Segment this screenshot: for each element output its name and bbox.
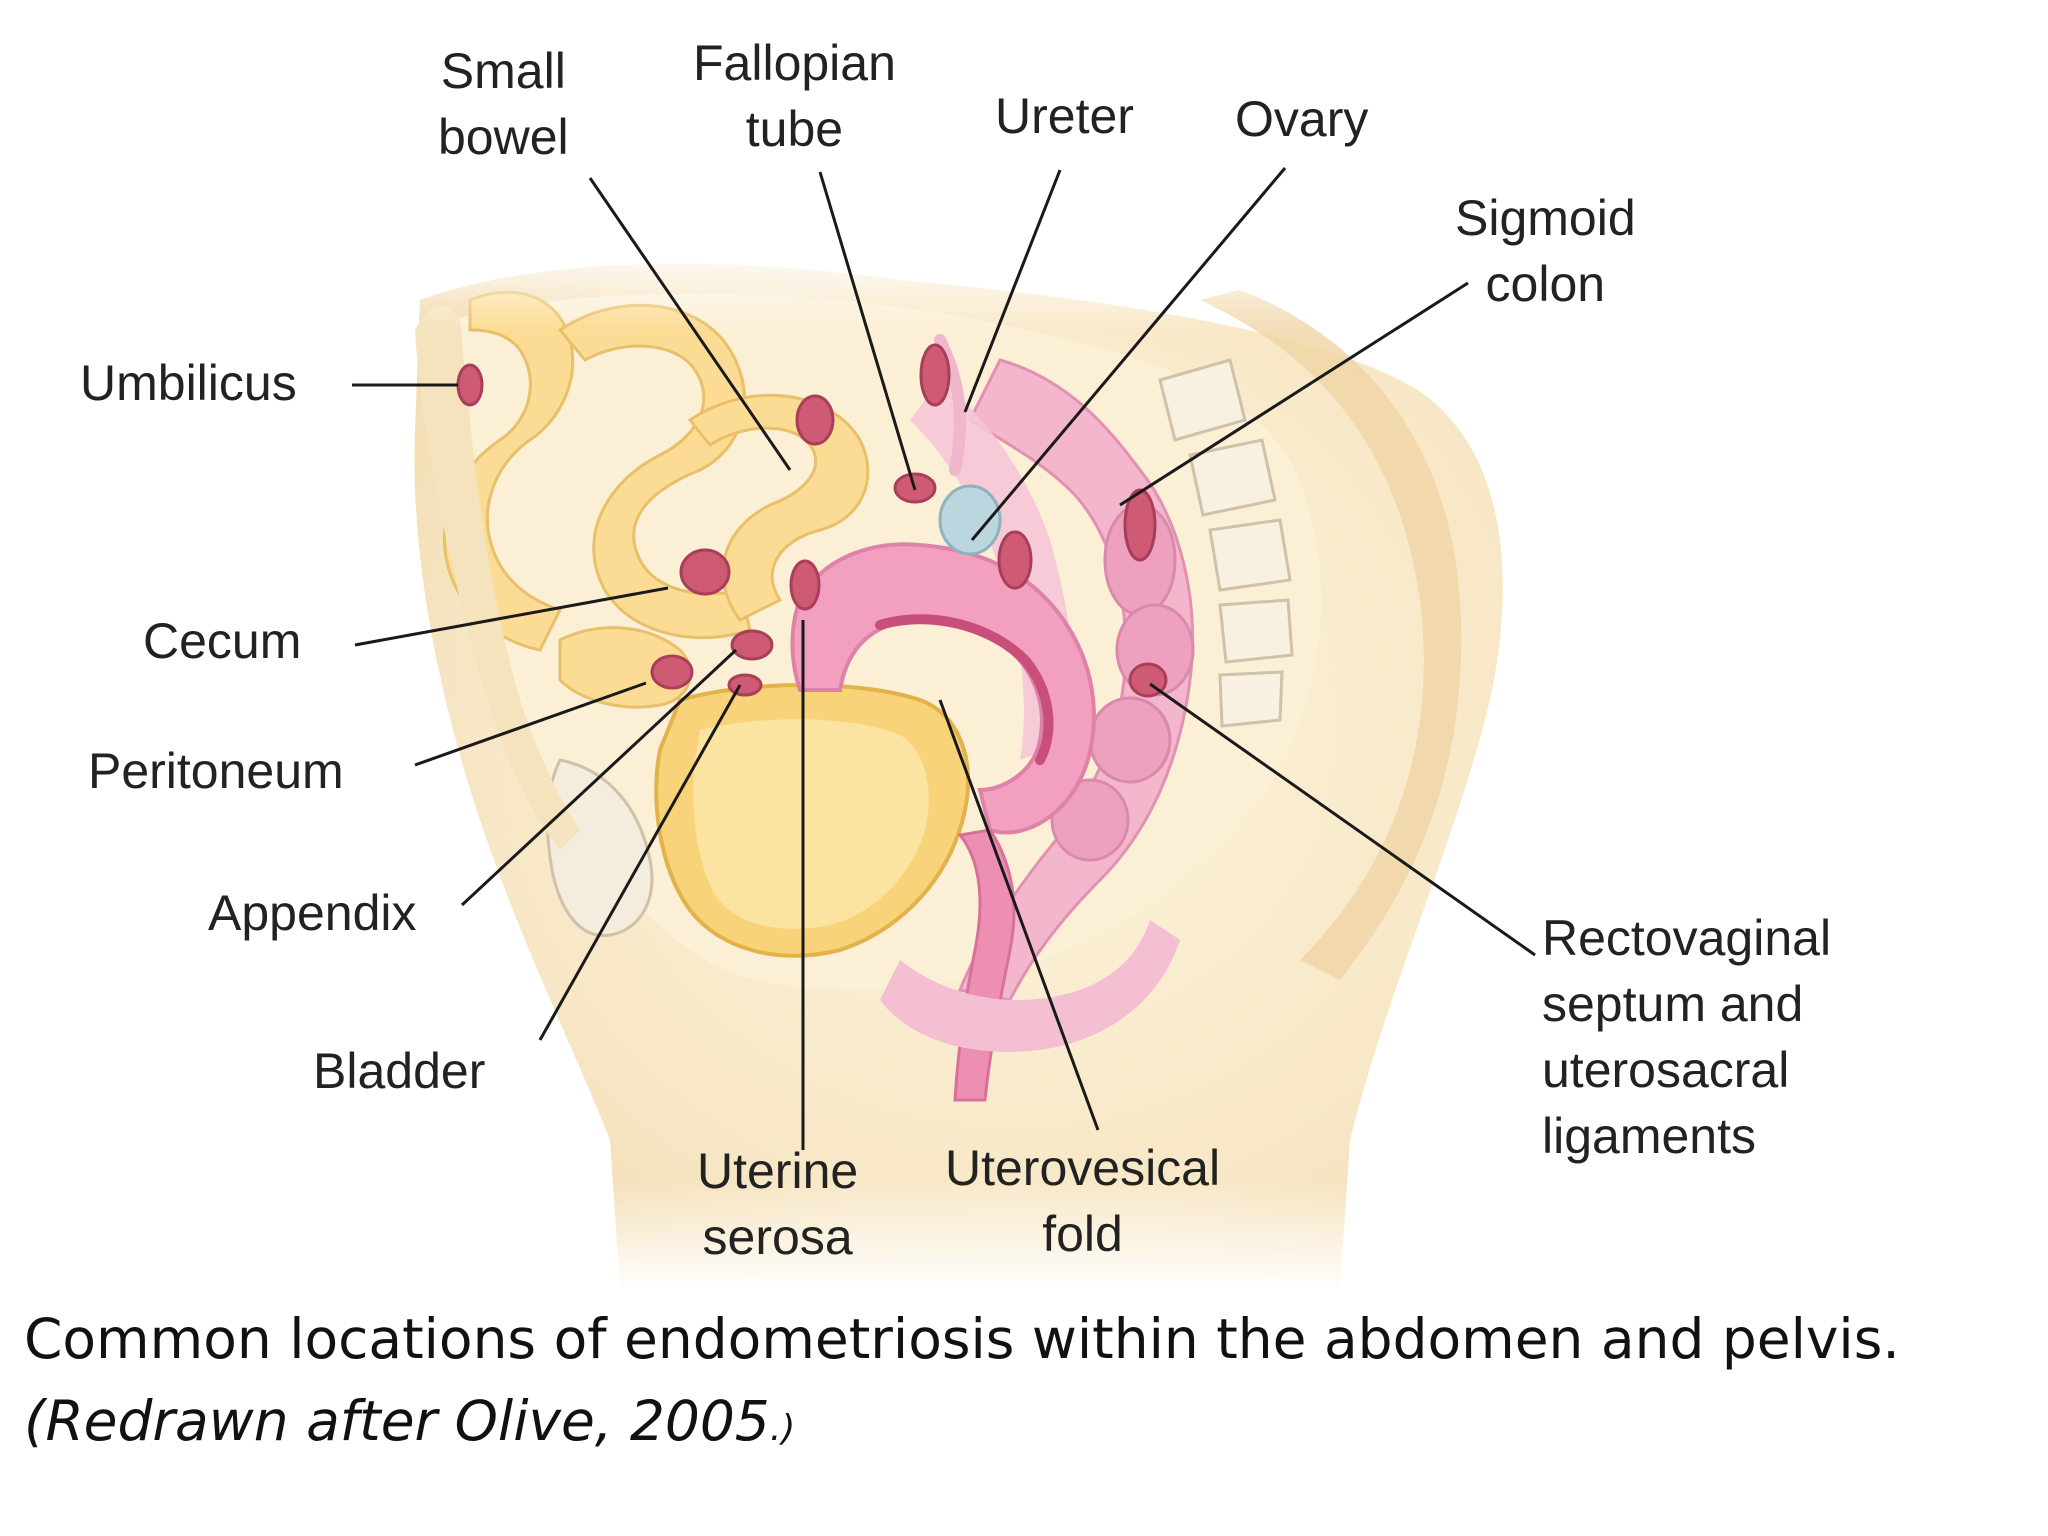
- bottom-fade: [600, 1180, 1400, 1290]
- label-ureter: Ureter: [995, 88, 1134, 144]
- lesion-uterine-serosa: [789, 559, 821, 611]
- leader-uterovesical-fold: [938, 699, 1100, 1131]
- label-sigmoid-colon: Sigmoid colon: [1455, 190, 1636, 312]
- endometriosis-lesions: [456, 343, 1168, 698]
- label-bladder: Bladder: [313, 1043, 486, 1099]
- pelvis-anatomy-diagram: [352, 167, 1580, 1290]
- leader-bladder: [538, 684, 742, 1041]
- leader-ureter: [963, 169, 1062, 413]
- sacrum: [1158, 358, 1294, 728]
- bladder-inner: [693, 719, 929, 929]
- lesion-appendix: [730, 629, 774, 661]
- caption-line-2: (Redrawn after Olive, 2005.): [24, 1380, 1900, 1470]
- label-uterine-serosa: Uterine serosa: [697, 1143, 859, 1265]
- lesion-sigmoid: [1123, 488, 1157, 562]
- lesion-umbilicus: [456, 363, 484, 407]
- caption-citation-end: .): [769, 1408, 796, 1449]
- label-umbilicus: Umbilicus: [80, 355, 297, 411]
- label-peritoneum: Peritoneum: [88, 743, 344, 799]
- pubic-symphysis: [546, 758, 654, 938]
- leader-cecum: [354, 586, 669, 647]
- caption-line-1: Common locations of endometriosis within…: [24, 1307, 1900, 1371]
- label-appendix: Appendix: [208, 885, 417, 941]
- leader-appendix: [460, 648, 738, 907]
- leader-peritoneum: [414, 681, 647, 767]
- ovary-shape: [938, 484, 1002, 556]
- anterior-abdominal-wall: [415, 306, 580, 850]
- lesion-bladder: [727, 673, 763, 697]
- leader-sigmoid-colon: [1119, 281, 1469, 507]
- caption-citation: (Redrawn after Olive, 2005: [24, 1389, 770, 1453]
- label-ovary: Ovary: [1235, 91, 1369, 147]
- label-rectovaginal: Rectovaginal septum and uterosacral liga…: [1542, 910, 1832, 1164]
- leader-small-bowel: [588, 177, 792, 471]
- uterine-cavity: [875, 614, 1054, 765]
- lesion-ovary: [997, 530, 1033, 590]
- rectum-folds: [1050, 503, 1195, 862]
- lesion-cecum: [679, 548, 731, 596]
- perineum: [880, 920, 1180, 1052]
- label-small-bowel: Small bowel: [438, 43, 569, 165]
- leader-lines: [352, 167, 1536, 1150]
- label-cecum: Cecum: [143, 613, 302, 669]
- lesion-small-bowel: [795, 394, 835, 446]
- top-fade: [380, 240, 1580, 330]
- label-fallopian-tube: Fallopian tube: [693, 35, 896, 157]
- figure-caption: Common locations of endometriosis within…: [24, 1298, 1900, 1470]
- leader-fallopian-tube: [818, 171, 917, 491]
- leader-ovary: [970, 167, 1287, 541]
- leader-rectovaginal: [1149, 682, 1536, 957]
- label-uterovesical-fold: Uterovesical fold: [945, 1140, 1221, 1262]
- back-contour: [1200, 290, 1462, 980]
- uterus-shape: [790, 542, 1096, 835]
- lesion-peritoneum: [650, 654, 694, 690]
- lesion-ureter: [919, 343, 951, 407]
